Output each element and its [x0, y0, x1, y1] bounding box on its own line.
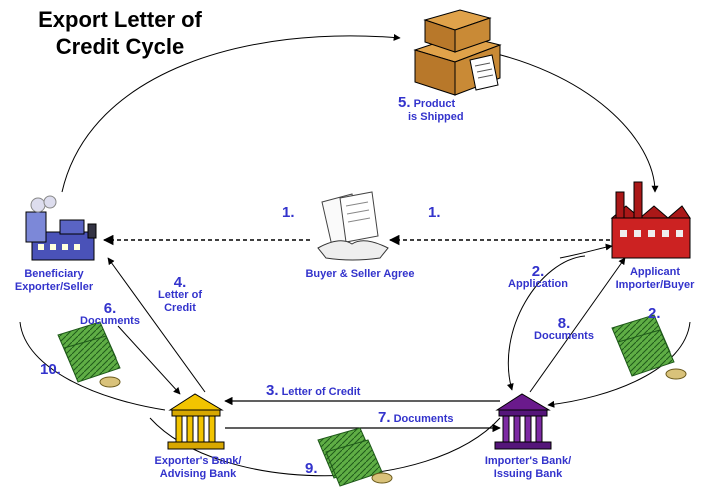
title-line-1: Export Letter of	[38, 7, 202, 32]
step-1-left-number: 1.	[282, 204, 295, 221]
documents-to-buyer-arrow	[529, 257, 626, 393]
step-6-number: 6.	[103, 300, 117, 317]
step-7-number: 7.	[378, 409, 391, 426]
step-3-letter-of-credit: 3. Letter of Credit	[266, 382, 361, 399]
applicant-label: Applicant Importer/Buyer	[600, 266, 709, 292]
step-7-label: Documents	[393, 413, 454, 425]
cycle-arc-left-bottom	[19, 321, 166, 411]
step-9-number: 9.	[305, 460, 318, 477]
beneficiary-label-line-1: Beneficiary	[24, 268, 84, 280]
step-4-label-line-2: Credit	[164, 302, 196, 314]
step-3-number: 3.	[266, 382, 279, 399]
step-2-application: 2. Application	[498, 263, 578, 291]
application-arrow	[506, 255, 586, 391]
documents-to-advising-bank-arrow	[117, 325, 181, 395]
applicant-label-line-2: Importer/Buyer	[615, 279, 695, 291]
buyer-factory-icon	[610, 181, 691, 259]
applicant-label-line-1: Applicant	[629, 266, 681, 278]
step-5-label: Product	[413, 98, 456, 110]
advising-bank-label-line-2: Advising Bank	[159, 468, 237, 480]
cycle-arc-top-right	[469, 47, 659, 193]
step-5-label-line-2: is Shipped	[408, 111, 464, 123]
step-4-label-line-1: Letter of	[158, 289, 202, 301]
step-8-label: Documents	[534, 330, 594, 342]
beneficiary-label-line-2: Exporter/Seller	[14, 281, 94, 293]
money-stack-icon-banks	[317, 427, 393, 487]
step-7-documents: 7. Documents	[378, 409, 454, 426]
step-2-number: 2.	[531, 263, 545, 280]
agreement-label: Buyer & Seller Agree	[305, 268, 415, 280]
step-3-label: Letter of Credit	[281, 386, 361, 398]
diagram-title: Export Letter of Credit Cycle	[10, 6, 230, 60]
issuing-bank-label: Importer's Bank/ Issuing Bank	[468, 455, 588, 481]
seller-factory-icon	[25, 195, 97, 261]
beneficiary-label: Beneficiary Exporter/Seller	[4, 268, 104, 294]
cycle-arc-right-bottom	[547, 321, 691, 408]
application-arrow-to-buyer	[559, 243, 613, 259]
step-8-documents: 8. Documents	[524, 315, 604, 343]
cycle-arc-top-left	[61, 33, 401, 193]
step-5-product-shipped: 5. Product is Shipped	[398, 94, 478, 124]
letter-of-credit-to-seller-arrow	[107, 257, 206, 393]
step-1-right-number: 1.	[428, 204, 441, 221]
step-5-number: 5.	[398, 94, 411, 111]
step-4-letter-of-credit: 4. Letter of Credit	[140, 274, 220, 315]
step-2-label: Application	[508, 278, 568, 290]
money-stack-icon-buyer	[611, 314, 687, 380]
title-line-2: Credit Cycle	[55, 34, 185, 59]
issuing-bank-icon	[494, 393, 552, 450]
money-stack-icon-seller	[57, 321, 121, 388]
step-8-number: 8.	[557, 315, 571, 332]
shipping-boxes-icon	[413, 9, 502, 96]
issuing-bank-label-line-2: Issuing Bank	[493, 468, 563, 480]
step-4-number: 4.	[173, 274, 187, 291]
advising-bank-label: Exporter's Bank/ Advising Bank	[138, 455, 258, 481]
advising-bank-icon	[167, 393, 225, 450]
issuing-bank-label-line-1: Importer's Bank/	[484, 455, 572, 467]
advising-bank-label-line-1: Exporter's Bank/	[154, 455, 242, 467]
step-10-number: 10.	[40, 361, 61, 378]
step-2-money-number: 2.	[648, 305, 661, 322]
handshake-agreement-icon	[317, 191, 389, 261]
step-6-documents: 6. Documents	[70, 300, 150, 328]
step-6-label: Documents	[80, 315, 140, 327]
